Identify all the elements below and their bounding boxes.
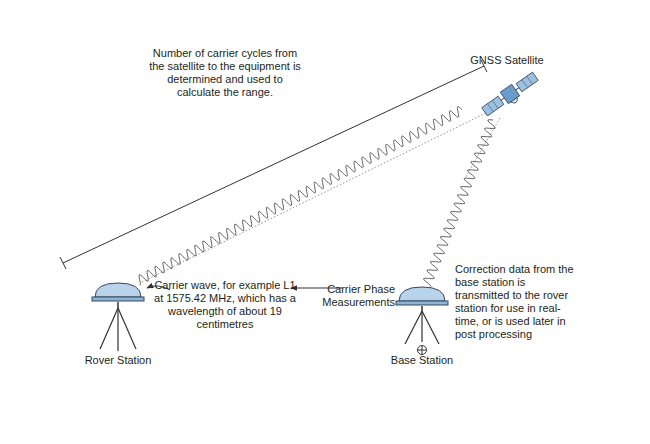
tripod-leg <box>117 308 118 351</box>
base-antenna: Base Station <box>396 285 448 306</box>
antenna-mast <box>421 306 423 311</box>
range-note: Number of carrier cycles from the satell… <box>146 47 304 99</box>
correction-note: Correction data from the base station is… <box>455 263 575 341</box>
tripod-leg <box>118 308 136 349</box>
carrier-wave <box>139 106 462 285</box>
tripod-leg <box>422 311 439 344</box>
satellite-node: GNSS Satellite <box>462 52 552 120</box>
satellite-dish <box>511 97 520 104</box>
range-dimension-line <box>63 66 484 263</box>
station-label: GNSS Satellite <box>462 54 552 67</box>
survey-mark <box>418 346 427 355</box>
tripod-leg <box>405 311 422 344</box>
dimension-tick <box>60 257 66 269</box>
antenna-mast <box>117 302 119 308</box>
dome-plate <box>396 301 448 305</box>
dome-plate <box>92 297 144 301</box>
station-label: Rover Station <box>78 354 158 367</box>
panel-grid <box>522 80 528 88</box>
signal-path-dotted <box>140 110 492 283</box>
measurement-label: Carrier Phase Measurements <box>300 283 395 309</box>
solar-panel <box>516 72 538 92</box>
carrier-wave-note: Carrier wave, for example L1 at 1575.42 … <box>150 279 300 331</box>
carrier-wave <box>424 120 496 287</box>
satellite-body-group <box>481 70 542 120</box>
solar-panel <box>482 96 504 116</box>
dome-shape <box>95 283 141 297</box>
dome-shape <box>399 287 445 301</box>
antenna-dome <box>396 285 448 306</box>
panel-grid <box>492 100 498 108</box>
panel-grid <box>527 76 533 84</box>
tripod-leg <box>421 311 422 342</box>
station-label: Base Station <box>382 354 462 367</box>
survey-mark-cross <box>422 346 423 355</box>
panel-grid <box>487 104 493 112</box>
rover-antenna: Rover Station <box>92 281 144 302</box>
antenna-dome <box>92 281 144 302</box>
tripod-leg <box>100 308 118 349</box>
